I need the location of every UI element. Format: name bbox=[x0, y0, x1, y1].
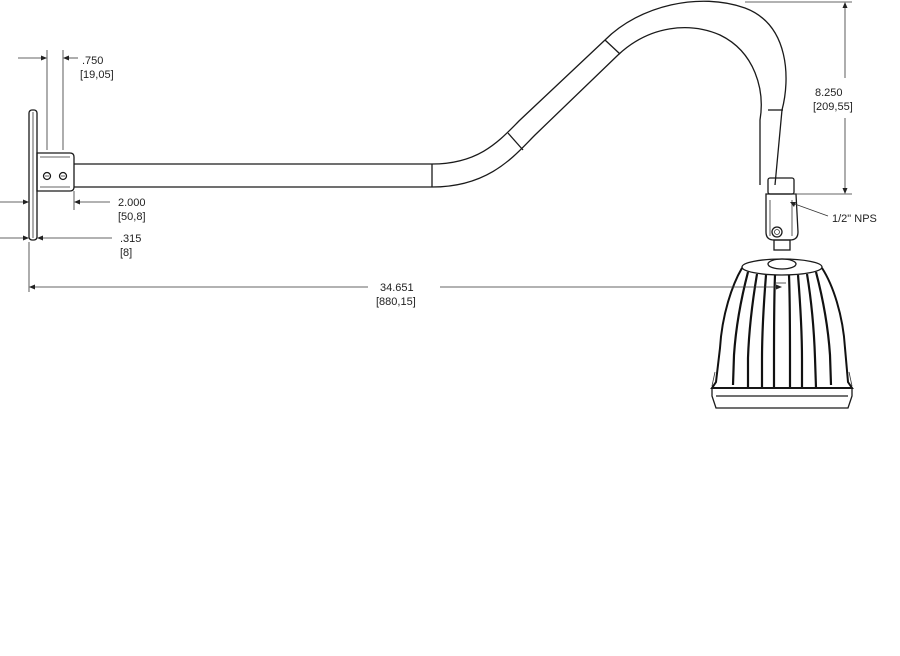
dim-315-lines bbox=[0, 235, 112, 241]
dim-750-metric: [19,05] bbox=[80, 69, 114, 81]
dim-2000-lines bbox=[0, 191, 110, 210]
dim-8250-metric: [209,55] bbox=[813, 101, 853, 113]
dim-750-lines bbox=[18, 50, 78, 150]
dim-315-metric: [8] bbox=[120, 247, 132, 259]
dim-34651-metric: [880,15] bbox=[376, 296, 416, 308]
gooseneck-arm bbox=[74, 0, 787, 188]
nps-leader bbox=[790, 202, 829, 217]
mount-collar bbox=[36, 152, 75, 192]
dim-34651-value: 34.651 bbox=[380, 282, 414, 294]
dim-2000-value: 2.000 bbox=[118, 197, 146, 209]
dim-750-value: .750 bbox=[82, 55, 103, 67]
dim-8250-value: 8.250 bbox=[815, 87, 843, 99]
wall-mount-plate bbox=[28, 109, 38, 241]
dim-8250-lines bbox=[745, 1, 852, 195]
dim-315-value: .315 bbox=[120, 233, 141, 245]
dim-34651-lines bbox=[28, 242, 782, 292]
dim-2000-metric: [50,8] bbox=[118, 211, 146, 223]
fixture-head bbox=[710, 258, 854, 409]
nps-label: 1/2" NPS bbox=[832, 213, 877, 225]
swivel-knuckle bbox=[765, 177, 799, 251]
